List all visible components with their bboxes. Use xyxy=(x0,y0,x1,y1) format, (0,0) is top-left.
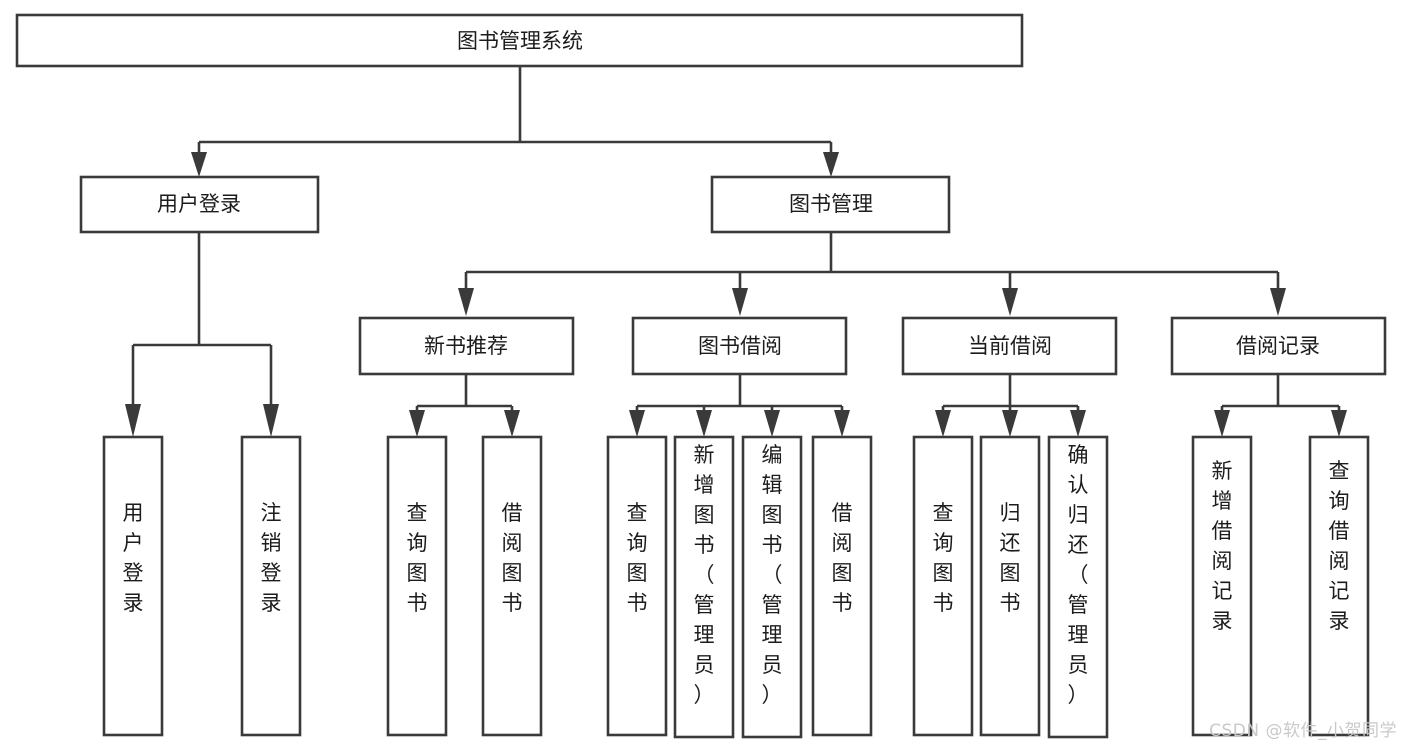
node-book-borrow[interactable]: 图书借阅 xyxy=(631,316,848,376)
node-leaf-user-logout-label: 注销登录 xyxy=(261,501,282,615)
node-user-login-label: 用户登录 xyxy=(157,192,241,216)
node-user-login[interactable]: 用户登录 xyxy=(79,175,320,234)
arrow-leaf-borrow-book-1 xyxy=(504,410,520,437)
node-leaf-confirm-return-box[interactable] xyxy=(1047,435,1109,739)
node-leaf-user-logout[interactable]: 注销登录 xyxy=(240,435,302,737)
node-book-manage[interactable]: 图书管理 xyxy=(710,175,951,234)
arrow-to-current-borrow xyxy=(1002,288,1018,316)
node-leaf-edit-book-label: 编辑图书（管理员） xyxy=(762,443,783,707)
node-leaf-return-book-box[interactable] xyxy=(979,435,1041,737)
arrow-leaf-query-book-2 xyxy=(629,410,645,437)
node-leaf-query-book-2-label: 查询图书 xyxy=(627,501,648,615)
arrow-leaf-user-login xyxy=(125,404,141,437)
node-new-book-recommend-label: 新书推荐 xyxy=(424,334,508,358)
node-leaf-user-login-box[interactable] xyxy=(102,435,164,737)
arrow-to-book-manage xyxy=(823,152,839,177)
arrow-to-book-borrow xyxy=(732,288,748,316)
node-leaf-borrow-book-2-box[interactable] xyxy=(811,435,873,737)
node-leaf-borrow-book-2[interactable]: 借阅图书 xyxy=(811,435,873,737)
node-leaf-borrow-book-1-label: 借阅图书 xyxy=(502,501,523,615)
node-current-borrow-label: 当前借阅 xyxy=(968,334,1052,358)
arrow-leaf-add-record xyxy=(1214,410,1230,437)
arrow-to-user-login xyxy=(191,152,207,177)
node-leaf-query-book-1-box[interactable] xyxy=(386,435,448,737)
node-leaf-confirm-return[interactable]: 确认归还（管理员） xyxy=(1047,435,1109,739)
node-leaf-confirm-return-label: 确认归还（管理员） xyxy=(1068,443,1089,707)
node-leaf-query-book-3-label: 查询图书 xyxy=(933,501,954,615)
node-leaf-query-record-label: 查询借阅记录 xyxy=(1329,459,1350,633)
node-root[interactable]: 图书管理系统 xyxy=(15,13,1024,68)
arrow-leaf-return-book xyxy=(1002,410,1018,437)
node-leaf-query-book-1-label: 查询图书 xyxy=(407,501,428,615)
node-leaf-user-login-label: 用户登录 xyxy=(123,501,144,615)
node-borrow-record[interactable]: 借阅记录 xyxy=(1170,316,1387,376)
connector-layer xyxy=(125,66,1347,437)
node-book-borrow-box[interactable] xyxy=(631,316,848,376)
node-new-book-recommend-box[interactable] xyxy=(358,316,575,376)
node-leaf-query-record-box[interactable] xyxy=(1308,435,1370,737)
arrow-leaf-edit-book xyxy=(764,410,780,437)
node-leaf-edit-book[interactable]: 编辑图书（管理员） xyxy=(741,435,803,739)
node-current-borrow[interactable]: 当前借阅 xyxy=(901,316,1118,376)
node-leaf-query-book-1[interactable]: 查询图书 xyxy=(386,435,448,737)
arrow-leaf-add-book xyxy=(696,410,712,437)
node-leaf-add-book-box[interactable] xyxy=(673,435,735,739)
node-leaf-add-book-label: 新增图书（管理员） xyxy=(694,443,715,707)
node-user-login-box[interactable] xyxy=(79,175,320,234)
arrow-leaf-confirm-return xyxy=(1070,410,1086,437)
node-leaf-query-book-2[interactable]: 查询图书 xyxy=(606,435,668,737)
node-leaf-query-book-3[interactable]: 查询图书 xyxy=(912,435,974,737)
node-leaf-user-login[interactable]: 用户登录 xyxy=(102,435,164,737)
arrow-to-borrow-record xyxy=(1270,288,1286,316)
node-leaf-borrow-book-1[interactable]: 借阅图书 xyxy=(481,435,543,737)
node-root-label: 图书管理系统 xyxy=(457,29,583,53)
node-leaf-add-book[interactable]: 新增图书（管理员） xyxy=(673,435,735,739)
node-new-book-recommend[interactable]: 新书推荐 xyxy=(358,316,575,376)
node-book-borrow-label: 图书借阅 xyxy=(698,334,782,358)
node-leaf-borrow-book-2-label: 借阅图书 xyxy=(832,501,853,615)
node-borrow-record-label: 借阅记录 xyxy=(1236,334,1320,358)
node-leaf-add-record-label: 新增借阅记录 xyxy=(1212,459,1233,633)
node-borrow-record-box[interactable] xyxy=(1170,316,1387,376)
node-leaf-borrow-book-1-box[interactable] xyxy=(481,435,543,737)
arrow-leaf-user-logout xyxy=(263,404,279,437)
node-leaf-add-record-box[interactable] xyxy=(1191,435,1253,737)
node-leaf-return-book[interactable]: 归还图书 xyxy=(979,435,1041,737)
node-book-manage-label: 图书管理 xyxy=(789,192,873,216)
node-leaf-user-logout-box[interactable] xyxy=(240,435,302,737)
arrow-leaf-query-book-3 xyxy=(935,410,951,437)
csdn-watermark: CSDN @软件_小贺同学 xyxy=(1209,721,1397,741)
node-leaf-add-record[interactable]: 新增借阅记录 xyxy=(1191,435,1253,737)
arrow-leaf-query-record xyxy=(1331,410,1347,437)
node-leaf-query-book-3-box[interactable] xyxy=(912,435,974,737)
node-leaf-return-book-label: 归还图书 xyxy=(1000,501,1021,615)
node-book-manage-box[interactable] xyxy=(710,175,951,234)
node-leaf-query-book-2-box[interactable] xyxy=(606,435,668,737)
node-root-box[interactable] xyxy=(15,13,1024,68)
arrow-to-new-book-recommend xyxy=(458,288,474,316)
node-leaf-edit-book-box[interactable] xyxy=(741,435,803,739)
arrow-leaf-query-book-1 xyxy=(409,410,425,437)
node-leaf-query-record[interactable]: 查询借阅记录 xyxy=(1308,435,1370,737)
arrow-leaf-borrow-book-2 xyxy=(834,410,850,437)
node-current-borrow-box[interactable] xyxy=(901,316,1118,376)
